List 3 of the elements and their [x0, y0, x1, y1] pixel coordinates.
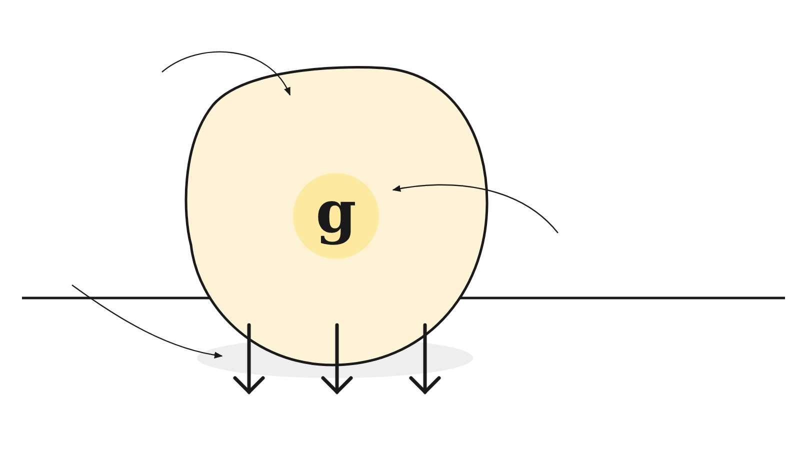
- leader-line: [162, 51, 291, 96]
- leader-line: [392, 184, 558, 234]
- leader-line: [72, 284, 223, 358]
